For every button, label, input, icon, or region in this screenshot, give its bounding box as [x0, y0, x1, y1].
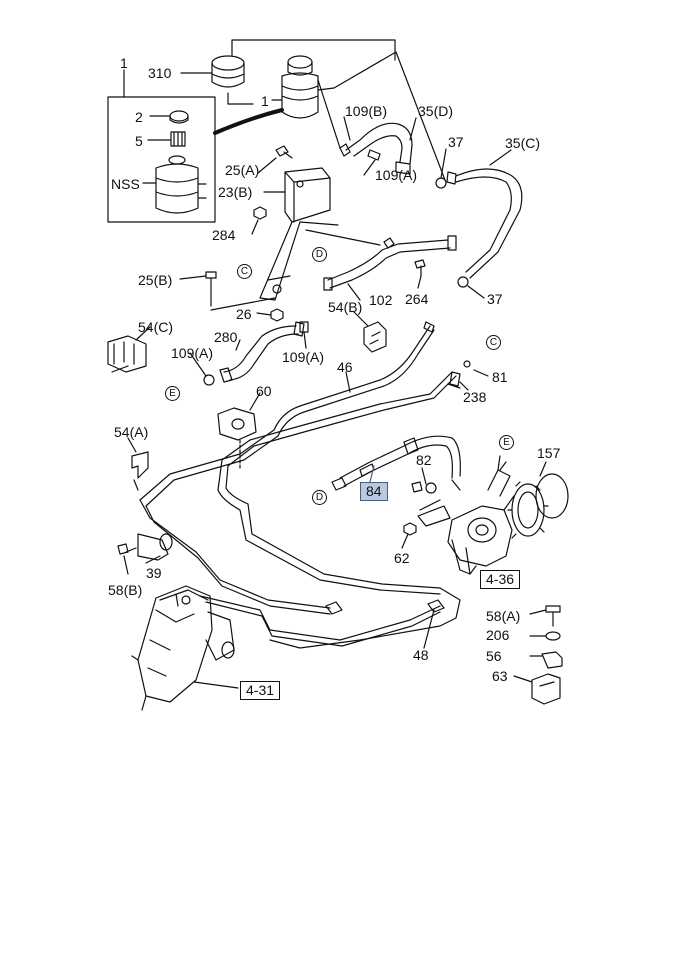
- fitting-81: [463, 360, 471, 368]
- label-54a: 54(A): [114, 424, 149, 440]
- inset-cap-2: [169, 110, 189, 122]
- label-35d: 35(D): [418, 103, 454, 119]
- label-157: 157: [537, 445, 561, 461]
- return-hose-35c: [446, 168, 523, 279]
- bolt-25a: [275, 145, 293, 159]
- rubber-mount-60: [217, 407, 257, 441]
- label-238: 238: [463, 389, 487, 405]
- nut-62: [403, 522, 417, 536]
- hose-280: [219, 321, 305, 383]
- label-1-inset: 1: [120, 55, 128, 71]
- label-206: 206: [486, 627, 510, 643]
- clip-54a: [131, 451, 149, 491]
- power-steering-pump: [447, 455, 549, 575]
- label-37-upper: 37: [448, 134, 464, 150]
- label-35c: 35(C): [505, 135, 541, 151]
- label-109a-right: 109(A): [282, 349, 325, 365]
- nut-26: [270, 308, 284, 322]
- label-nss: NSS: [111, 176, 140, 192]
- washer-206: [545, 631, 561, 641]
- suction-hose-102: [323, 235, 457, 291]
- label-25b: 25(B): [138, 272, 173, 288]
- label-109a-upper: 109(A): [375, 167, 418, 183]
- label-2: 2: [135, 109, 143, 125]
- clamp-37-lower: [457, 276, 469, 288]
- bolt-58a: [545, 605, 561, 627]
- bolt-25b: [205, 271, 217, 307]
- label-109a-left: 109(A): [171, 345, 214, 361]
- steering-gearbox: [131, 585, 235, 711]
- connector-e-left: E: [165, 386, 180, 401]
- return-hose-35d: [339, 122, 413, 175]
- label-63: 63: [492, 668, 508, 684]
- label-60: 60: [256, 383, 272, 399]
- ref-4-31: 4-31: [240, 681, 281, 700]
- connector-c-right: C: [486, 335, 501, 350]
- clamp-109a-left: [203, 374, 215, 386]
- label-1-reservoir: 1: [261, 93, 269, 109]
- label-54b: 54(B): [328, 299, 363, 315]
- ref-4-36: 4-36: [480, 570, 521, 589]
- label-58b: 58(B): [108, 582, 143, 598]
- inset-nss-tank: [155, 155, 207, 214]
- label-284: 284: [212, 227, 236, 243]
- reservoir-cap-310: [211, 55, 245, 88]
- pressure-hose-84: [331, 435, 461, 491]
- label-39: 39: [146, 565, 162, 581]
- bolt-264: [414, 259, 426, 277]
- clamp-109a-right: [299, 321, 309, 333]
- label-109b: 109(B): [345, 103, 388, 119]
- washer-82: [425, 482, 437, 494]
- label-48: 48: [413, 647, 429, 663]
- clip-56: [541, 651, 563, 669]
- bracket-63: [531, 673, 561, 705]
- label-54c: 54(C): [138, 319, 174, 335]
- label-23b: 23(B): [218, 184, 253, 200]
- label-37-lower: 37: [487, 291, 503, 307]
- label-46: 46: [337, 359, 353, 375]
- o-ring-157: [535, 473, 569, 519]
- label-102: 102: [369, 292, 393, 308]
- connector-d-bracket: D: [312, 247, 327, 262]
- connector-d-hose: D: [312, 490, 327, 505]
- label-82: 82: [416, 452, 432, 468]
- label-84: 84: [360, 482, 388, 501]
- label-81: 81: [492, 369, 508, 385]
- label-264: 264: [405, 291, 429, 307]
- pressure-tube-48: [139, 371, 461, 649]
- connector-c-bracket: C: [237, 264, 252, 279]
- label-310: 310: [148, 65, 172, 81]
- bracket-39: [137, 533, 173, 561]
- label-5: 5: [135, 133, 143, 149]
- fitting-238: [447, 371, 461, 389]
- inset-filter-5: [170, 131, 186, 147]
- connector-e-pump: E: [499, 435, 514, 450]
- nut-284: [253, 206, 267, 220]
- label-26: 26: [236, 306, 252, 322]
- clip-54b: [363, 321, 387, 353]
- clamp-37-upper: [435, 177, 447, 189]
- clip-54c: [107, 335, 147, 373]
- label-56: 56: [486, 648, 502, 664]
- reservoir-tank: [281, 55, 335, 119]
- bolt-58b: [117, 543, 137, 555]
- reservoir-inset-frame: [107, 96, 216, 223]
- label-58a: 58(A): [486, 608, 521, 624]
- label-25a: 25(A): [225, 162, 260, 178]
- label-280: 280: [214, 329, 238, 345]
- pressure-tube-46: [139, 321, 435, 507]
- label-62: 62: [394, 550, 410, 566]
